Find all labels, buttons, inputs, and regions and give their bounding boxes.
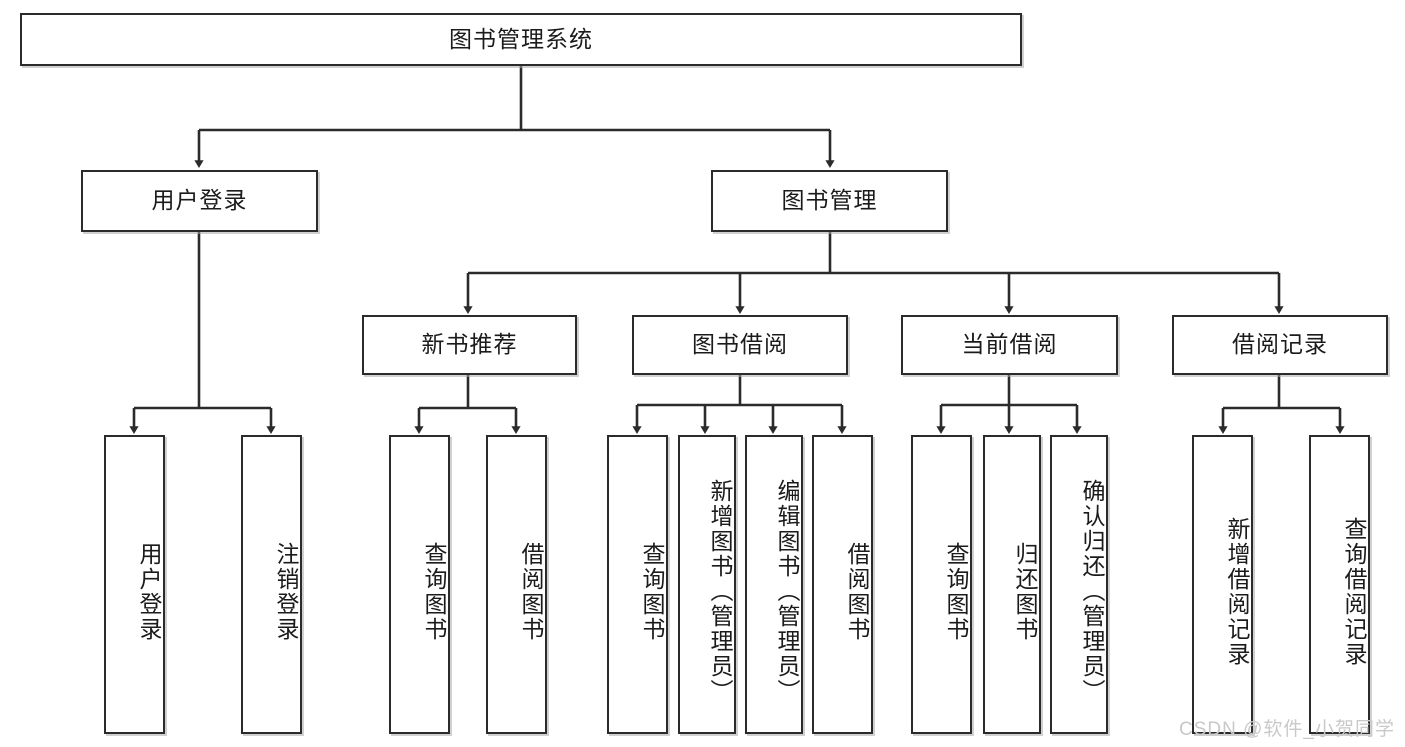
node-label: 借阅图书 xyxy=(844,541,870,642)
leaf-return-book[interactable]: 归还图书 xyxy=(983,435,1041,734)
node-label: 图书管理系统 xyxy=(449,25,593,52)
leaf-edit-book[interactable]: 编辑图书（管理员） xyxy=(745,435,803,734)
leaf-user-login[interactable]: 用户登录 xyxy=(104,435,165,734)
node-root-system[interactable]: 图书管理系统 xyxy=(20,13,1022,66)
leaf-borrow-book-recommend[interactable]: 借阅图书 xyxy=(486,435,547,734)
leaf-query-book-recommend[interactable]: 查询图书 xyxy=(389,435,450,734)
node-label: 查询图书 xyxy=(639,541,665,642)
node-label: 新增借阅记录 xyxy=(1224,516,1250,667)
node-book-manage[interactable]: 图书管理 xyxy=(711,170,948,232)
node-label: 编辑图书（管理员） xyxy=(774,479,800,704)
node-label: 查询图书 xyxy=(943,541,969,642)
csdn-watermark: CSDN @软件_小贺同学 xyxy=(1179,719,1395,740)
node-label: 图书管理 xyxy=(781,187,878,214)
node-label: 查询图书 xyxy=(421,541,447,642)
node-user-login[interactable]: 用户登录 xyxy=(81,170,318,232)
node-book-borrow[interactable]: 图书借阅 xyxy=(632,315,848,375)
leaf-query-book-current[interactable]: 查询图书 xyxy=(911,435,972,734)
leaf-borrow-book[interactable]: 借阅图书 xyxy=(812,435,873,734)
node-label: 确认归还（管理员） xyxy=(1079,479,1105,704)
node-label: 新增图书（管理员） xyxy=(707,479,733,704)
node-label: 用户登录 xyxy=(136,541,162,642)
node-label: 当前借阅 xyxy=(961,331,1058,358)
node-label: 归还图书 xyxy=(1012,541,1038,642)
node-current-borrow[interactable]: 当前借阅 xyxy=(901,315,1118,375)
leaf-logout-login[interactable]: 注销登录 xyxy=(241,435,302,734)
node-label: 新书推荐 xyxy=(421,331,518,358)
node-borrow-record[interactable]: 借阅记录 xyxy=(1172,315,1388,375)
node-label: 查询借阅记录 xyxy=(1341,516,1367,667)
leaf-query-borrow-record[interactable]: 查询借阅记录 xyxy=(1309,435,1370,734)
node-label: 图书借阅 xyxy=(692,331,788,358)
leaf-add-borrow-record[interactable]: 新增借阅记录 xyxy=(1192,435,1253,734)
node-label: 注销登录 xyxy=(273,541,299,642)
node-label: 借阅记录 xyxy=(1232,331,1328,358)
leaf-confirm-return[interactable]: 确认归还（管理员） xyxy=(1050,435,1108,734)
node-label: 借阅图书 xyxy=(518,541,544,642)
leaf-add-book[interactable]: 新增图书（管理员） xyxy=(678,435,736,734)
node-new-book-recommend[interactable]: 新书推荐 xyxy=(362,315,577,375)
node-label: 用户登录 xyxy=(151,187,248,214)
leaf-query-book-borrow[interactable]: 查询图书 xyxy=(607,435,668,734)
